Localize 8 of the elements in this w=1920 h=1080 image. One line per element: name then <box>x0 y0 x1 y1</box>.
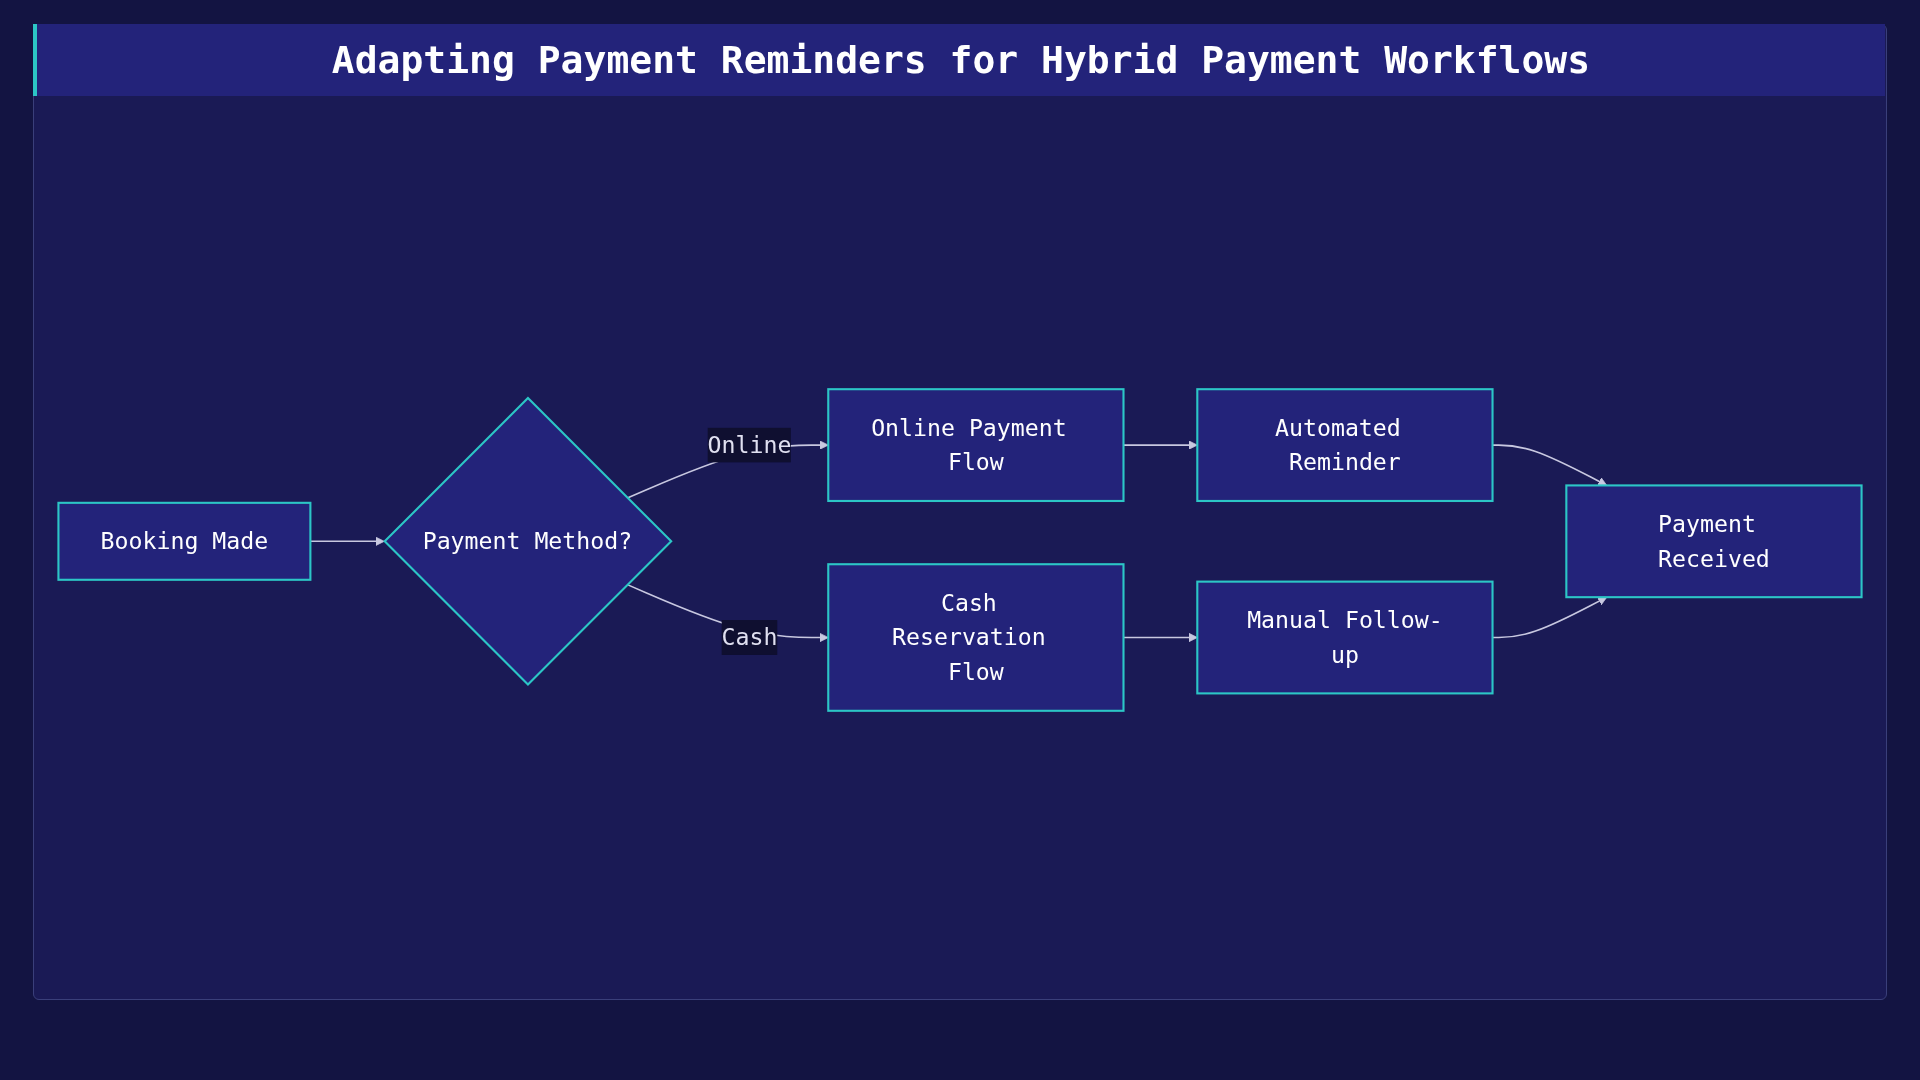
node-box: Manual Follow-up <box>1196 580 1494 695</box>
node-box: Booking Made <box>57 501 312 581</box>
node-box: Cash Reservation Flow <box>827 563 1125 712</box>
node-box: Automated Reminder <box>1196 388 1494 503</box>
title: Adapting Payment Reminders for Hybrid Payment Workflows <box>33 24 1885 96</box>
node-diamond: Payment Method? <box>383 396 673 687</box>
node-box: Online Payment Flow <box>827 388 1125 503</box>
node-box: Payment Received <box>1565 484 1863 599</box>
